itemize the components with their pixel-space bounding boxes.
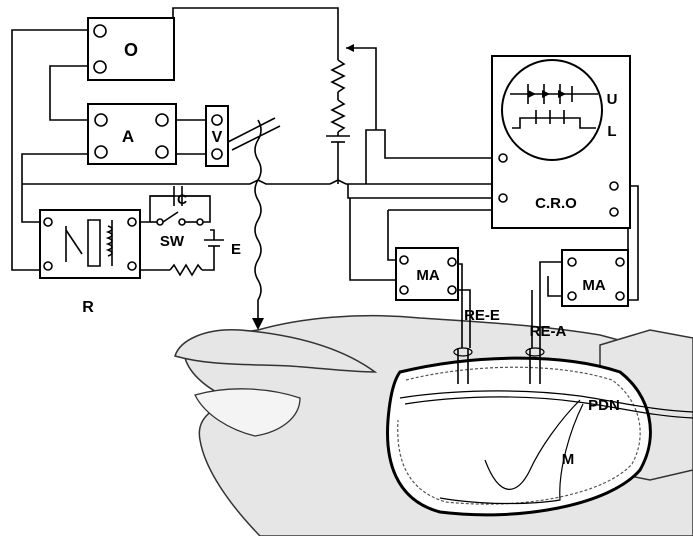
electrode-adductor-label: RE-A: [530, 323, 567, 340]
cro-screen: [501, 59, 603, 161]
oscillator-box: O: [87, 17, 175, 81]
voltmeter-box: V: [205, 105, 229, 167]
amplifier-box: A: [87, 103, 177, 165]
cro-box: U L C.R.O: [491, 55, 631, 229]
muscle-fiber: [484, 399, 581, 490]
claw-dactyl: [174, 329, 378, 373]
voltmeter-label: V: [212, 129, 223, 146]
muscle-fiber-2: [439, 403, 584, 505]
cro-label: C.R.O: [535, 195, 577, 212]
electrode-excitor-label: RE-E: [464, 307, 500, 324]
exposed-cavity: [386, 356, 652, 517]
micro-amp-left-box: MA: [395, 247, 459, 301]
oscillator-label: O: [124, 40, 138, 60]
claw-notch: [194, 388, 301, 437]
relay-box: R: [39, 209, 141, 316]
relay-label: R: [82, 299, 94, 316]
battery-label: E: [231, 241, 241, 258]
nerve-label: PDN: [588, 397, 620, 414]
nerve-fiber: [399, 390, 693, 413]
upper-trace-label: U: [607, 91, 618, 108]
capacitor-label: C: [177, 191, 187, 207]
amplifier-label: A: [122, 127, 134, 146]
micro-amp-right-label: MA: [582, 277, 605, 294]
micro-amp-left-label: MA: [416, 267, 439, 284]
nerve-fiber-2: [404, 396, 693, 419]
wiring: [11, 7, 639, 384]
muscle-label: M: [562, 451, 575, 468]
switch-label: SW: [160, 233, 185, 250]
lower-trace-label: L: [607, 123, 616, 140]
micro-amp-right-box: MA: [561, 249, 629, 307]
cavity-inner-edge: [397, 366, 641, 505]
claw-drawing: [174, 314, 693, 537]
